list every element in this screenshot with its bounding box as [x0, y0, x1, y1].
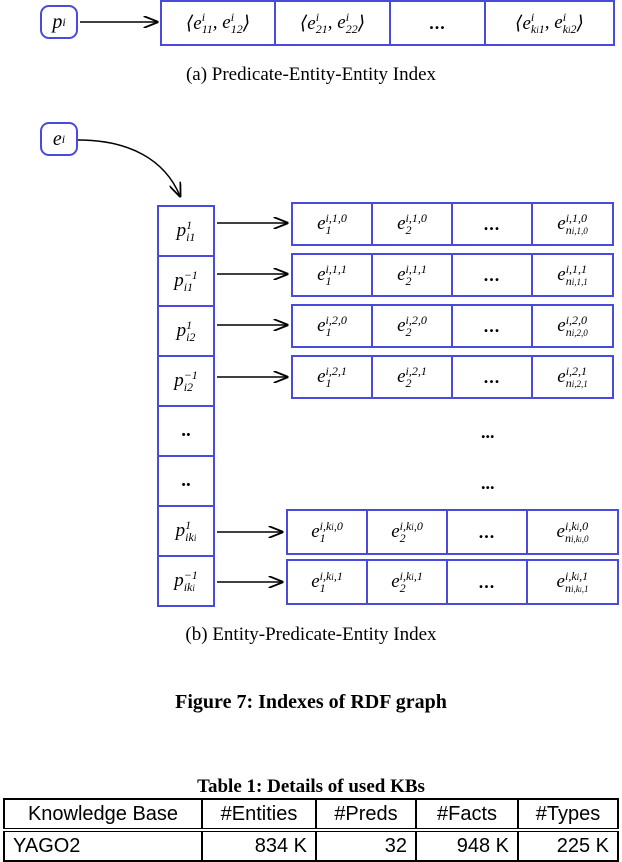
middle-ellipsis-2: ... [481, 473, 495, 493]
arrow-ei-to-preds [77, 139, 180, 196]
table-title: Table 1: Details of used KBs [197, 776, 425, 797]
table-row: YAGO2 834 K 32 948 K 225 K [3, 829, 619, 862]
table-cell: 948 K [415, 829, 519, 862]
table-header-cell: Knowledge Base [3, 798, 203, 832]
table-cell: YAGO2 [3, 829, 203, 862]
caption-b: (b) Entity-Predicate-Entity Index [185, 624, 437, 645]
table-cell: 32 [315, 829, 417, 862]
middle-ellipsis-1: ... [481, 422, 495, 442]
caption-a: (a) Predicate-Entity-Entity Index [185, 64, 437, 85]
table-header-cell: #Entities [201, 798, 317, 832]
pee-cell-ellipsis: ... [389, 0, 486, 46]
table-cell: 834 K [201, 829, 317, 862]
table-header-row: Knowledge Base #Entities #Preds #Facts #… [3, 798, 619, 832]
table-cell: 225 K [517, 829, 619, 862]
pred-cell-ellipsis-1: .. [157, 405, 215, 457]
table-header-cell: #Facts [415, 798, 519, 832]
pred-cell-ellipsis-2: .. [157, 455, 215, 507]
figure-title: Figure 7: Indexes of RDF graph [175, 691, 447, 713]
kb-table: Knowledge Base #Entities #Preds #Facts #… [3, 798, 619, 862]
table-header-cell: #Preds [315, 798, 417, 832]
table-header-cell: #Types [517, 798, 619, 832]
